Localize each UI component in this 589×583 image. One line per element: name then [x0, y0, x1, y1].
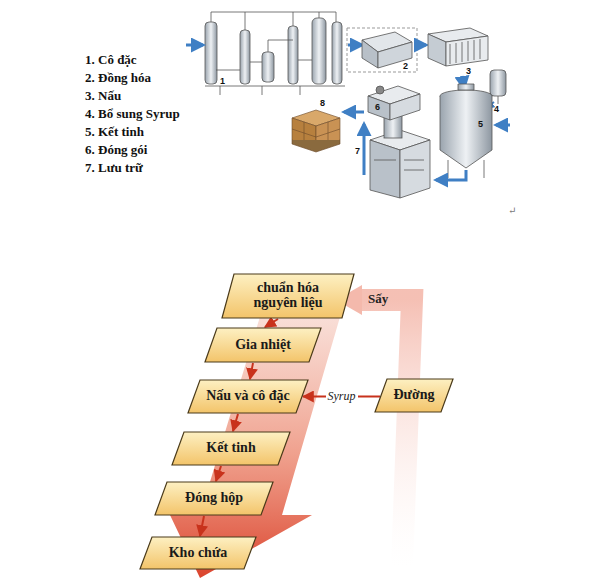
box-text: Kho chứa — [169, 546, 228, 561]
drying-band — [362, 300, 412, 566]
process-box: Nấu và cô đặc — [188, 380, 308, 413]
flow-connector — [216, 466, 221, 481]
return-mark: ↵ — [508, 205, 516, 216]
flow-arrow — [436, 170, 466, 180]
flow-arrow — [348, 44, 362, 47]
key-item: 1. Cô đặc — [85, 52, 137, 68]
callout-number: 4 — [494, 104, 499, 114]
main-flow-arrow — [170, 300, 345, 578]
callout-number: 5 — [478, 119, 483, 129]
process-box: Đóng hộp — [155, 482, 273, 515]
process-box: Đường — [375, 379, 453, 412]
cooker-rack — [428, 28, 488, 66]
process-box: Gia nhiệt — [205, 328, 321, 362]
flow-connector — [233, 414, 238, 431]
key-item: 6. Đóng gói — [85, 142, 147, 158]
packing-machine — [370, 112, 430, 198]
dashed-frame — [347, 28, 417, 72]
callout-number: 1 — [220, 76, 225, 86]
box-text: Nấu và cô đặc — [206, 389, 290, 404]
box-text: Đóng hộp — [185, 491, 243, 506]
key-item: 7. Lưu trữ — [85, 160, 143, 176]
box-text: Gia nhiệt — [235, 338, 291, 353]
box-text: Đường — [393, 388, 434, 403]
flow-connector — [265, 319, 278, 327]
flow-label: Sấy — [368, 291, 388, 307]
callout-number: 6 — [375, 102, 380, 112]
evaporator — [205, 12, 345, 95]
flow-connector — [200, 516, 204, 536]
edge-label: Syrup — [326, 389, 358, 404]
box-text: Kết tinh — [206, 441, 255, 456]
callout-number: 8 — [320, 98, 325, 108]
flow-arrow — [496, 124, 510, 127]
feed-arrow — [186, 44, 203, 47]
crystallizer-tank — [440, 84, 492, 178]
callout-number: 7 — [355, 146, 360, 156]
process-box: Kho chứa — [140, 537, 256, 569]
key-item: 2. Đồng hóa — [85, 70, 151, 86]
key-item: 3. Nấu — [85, 88, 121, 104]
process-box: chuẩn hóa nguyên liệu — [222, 274, 354, 318]
key-item: 5. Kết tinh — [85, 124, 144, 140]
storage-pallet — [292, 110, 340, 152]
flow-arrow — [344, 111, 364, 114]
labelling-machine — [368, 86, 420, 120]
key-item: 4. Bổ sung Syrup — [85, 106, 180, 122]
flow-arrow — [418, 44, 426, 47]
flow-connector — [250, 363, 253, 379]
process-box: Kết tinh — [172, 432, 290, 465]
callout-number: 2 — [403, 61, 408, 71]
callout-number: 3 — [466, 66, 471, 76]
flow-arrow — [363, 124, 366, 175]
box-text: chuẩn hóa nguyên liệu — [240, 281, 336, 310]
